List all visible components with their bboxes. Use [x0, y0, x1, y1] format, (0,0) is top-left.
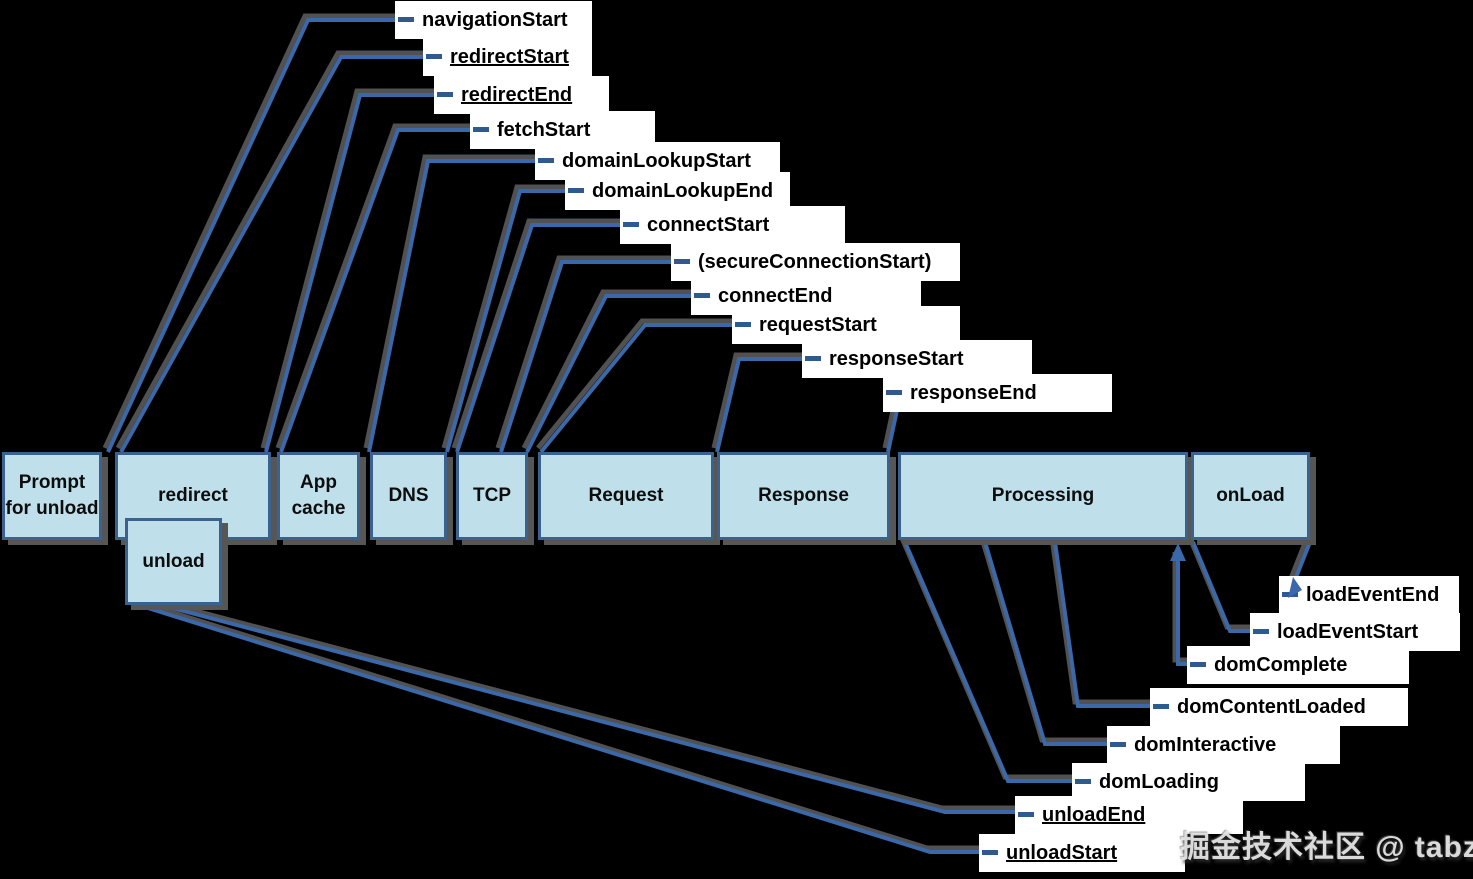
connector-fetch-start — [279, 128, 487, 453]
timeline-segment-prompt-for-unload: Prompt for unload — [2, 452, 102, 540]
event-label-redirect-end: redirectEnd — [434, 76, 609, 114]
connector-connect-end — [525, 294, 708, 453]
connector-redirect-start — [119, 55, 440, 453]
event-label-unload-start: unloadStart — [979, 834, 1185, 872]
event-label-connect-end: connectEnd — [691, 277, 921, 315]
connector-navigation-start — [106, 18, 413, 453]
event-label-dom-interactive: domInteractive — [1107, 726, 1340, 764]
event-label-response-start: responseStart — [802, 340, 1032, 378]
event-label-navigation-start: navigationStart — [395, 1, 592, 39]
connector-request-start — [539, 323, 749, 454]
connector-dom-loading — [903, 541, 1089, 783]
event-label-load-event-end: loadEventEnd — [1279, 576, 1459, 614]
connector-response-start — [715, 357, 819, 453]
connector-secure-connection-start — [499, 260, 688, 453]
event-label-dom-content-loaded: domContentLoaded — [1150, 688, 1408, 726]
timeline-segment-unload-overlay: unload — [125, 518, 222, 605]
event-label-dom-complete: domComplete — [1187, 646, 1409, 684]
connector-unload-end — [156, 602, 1032, 814]
timeline-segment-processing: Processing — [898, 452, 1188, 540]
event-label-unload-end: unloadEnd — [1015, 796, 1243, 834]
event-label-response-end: responseEnd — [883, 374, 1112, 412]
timeline-segment-request: Request — [538, 452, 714, 540]
connector-unload-start — [134, 602, 996, 854]
event-label-secure-connection-start: (secureConnectionStart) — [671, 243, 960, 281]
timeline-segment-dns: DNS — [370, 452, 447, 540]
connector-dom-content-loaded — [1053, 541, 1167, 708]
watermark: 掘金技术社区 @ tabzzz — [1180, 831, 1473, 864]
event-label-request-start: requestStart — [732, 306, 960, 344]
event-label-dom-loading: domLoading — [1072, 763, 1305, 801]
timeline-segment-response: Response — [717, 452, 890, 540]
event-label-redirect-start: redirectStart — [423, 38, 592, 76]
timeline-segment-onload: onLoad — [1191, 452, 1310, 540]
timeline-segment-tcp: TCP — [456, 452, 528, 540]
connector-dom-interactive — [983, 541, 1124, 746]
connector-domain-lookup-start — [367, 159, 552, 453]
event-label-domain-lookup-end: domainLookupEnd — [565, 172, 790, 210]
connector-connect-start — [455, 223, 637, 453]
timeline-segment-app-cache: App cache — [277, 452, 360, 540]
event-label-load-event-start: loadEventStart — [1250, 613, 1460, 651]
connector-domain-lookup-end — [445, 189, 582, 453]
connector-shadows — [102, 13, 1310, 851]
connector-redirect-end — [264, 93, 451, 453]
event-label-connect-start: connectStart — [620, 206, 845, 244]
